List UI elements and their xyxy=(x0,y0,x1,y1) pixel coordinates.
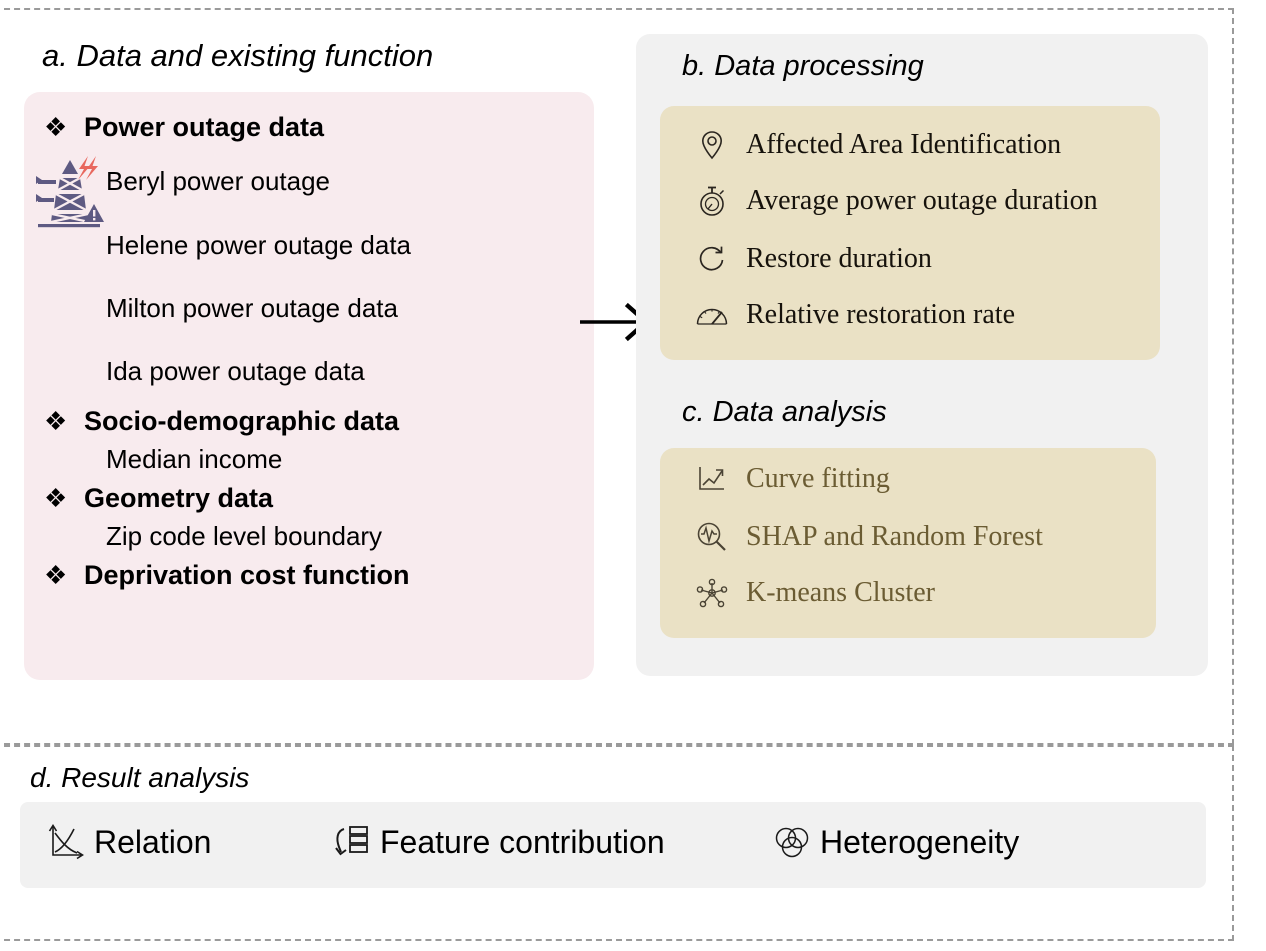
list-item-label: Restore duration xyxy=(746,243,932,274)
section-b-title: b. Data processing xyxy=(682,50,924,82)
list-item-label: Ida power outage data xyxy=(106,356,365,386)
list-item: K-means Cluster xyxy=(690,576,935,610)
list-item-label: Milton power outage data xyxy=(106,293,398,323)
list-item-label: Relative restoration rate xyxy=(746,299,1015,330)
trending-up-chart-icon xyxy=(690,462,734,496)
list-item-label: Geometry data xyxy=(84,483,274,513)
list-item-label: Average power outage duration xyxy=(746,185,1098,216)
diamond-bullet-icon: ❖ xyxy=(44,483,68,513)
list-item-label: Curve fitting xyxy=(746,463,890,494)
power-tower-outage-icon xyxy=(32,152,110,230)
list-item: Heterogeneity xyxy=(770,820,1019,864)
list-item-label: Beryl power outage xyxy=(106,166,331,196)
list-item-label: Heterogeneity xyxy=(820,823,1020,860)
diamond-bullet-icon: ❖ xyxy=(44,560,68,590)
stacked-bars-arrow-icon xyxy=(330,820,374,864)
list-item: Milton power outage data xyxy=(106,293,398,324)
list-item: ❖ Power outage data xyxy=(44,112,324,143)
diamond-bullet-icon: ❖ xyxy=(44,112,68,142)
cluster-nodes-icon xyxy=(690,576,734,610)
diamond-bullet-icon: ❖ xyxy=(44,406,68,436)
section-d-title: d. Result analysis xyxy=(30,762,250,793)
list-item: Helene power outage data xyxy=(106,230,411,261)
list-item: Zip code level boundary xyxy=(106,521,382,552)
list-item: Feature contribution xyxy=(330,820,665,864)
section-a-title: a. Data and existing function xyxy=(42,38,434,73)
map-pin-icon xyxy=(690,128,734,162)
result-analysis-card xyxy=(20,802,1206,888)
upper-dashed-frame xyxy=(0,8,1234,745)
data-analysis-card xyxy=(660,448,1156,638)
stopwatch-icon xyxy=(690,184,734,218)
list-item: ❖ Socio-demographic data xyxy=(44,406,399,437)
list-item: Average power outage duration xyxy=(690,184,1098,218)
list-item: ❖ Deprivation cost function xyxy=(44,560,410,591)
gauge-icon xyxy=(690,298,734,332)
data-sources-card xyxy=(24,92,594,680)
list-item-label: Relation xyxy=(94,823,212,860)
list-item-label: SHAP and Random Forest xyxy=(746,521,1043,552)
list-item: ❖ Geometry data xyxy=(44,483,273,514)
list-item-label: Power outage data xyxy=(84,112,325,142)
list-item-label: Affected Area Identification xyxy=(746,129,1062,160)
list-item-label: Helene power outage data xyxy=(106,230,412,260)
restore-arrow-icon xyxy=(690,242,734,276)
list-item-label: K-means Cluster xyxy=(746,577,935,608)
list-item: Curve fitting xyxy=(690,462,890,496)
list-item: Ida power outage data xyxy=(106,356,365,387)
list-item: SHAP and Random Forest xyxy=(690,520,1043,554)
list-item: Affected Area Identification xyxy=(690,128,1061,162)
list-item-label: Median income xyxy=(106,444,283,474)
list-item-label: Deprivation cost function xyxy=(84,560,410,590)
lower-dashed-frame xyxy=(0,745,1234,941)
section-c-title: c. Data analysis xyxy=(682,396,887,428)
list-item-label: Zip code level boundary xyxy=(106,521,383,551)
list-item: Restore duration xyxy=(690,242,932,276)
magnifier-waveform-icon xyxy=(690,520,734,554)
venn-circles-icon xyxy=(770,820,814,864)
list-item: Relative restoration rate xyxy=(690,298,1015,332)
data-processing-card xyxy=(660,106,1160,360)
list-item-label: Socio-demographic data xyxy=(84,406,400,436)
list-item: Relation xyxy=(44,820,211,864)
axes-relation-icon xyxy=(44,820,88,864)
list-item: Median income xyxy=(106,444,282,475)
list-item: Beryl power outage xyxy=(106,166,330,197)
list-item-label: Feature contribution xyxy=(380,823,665,860)
